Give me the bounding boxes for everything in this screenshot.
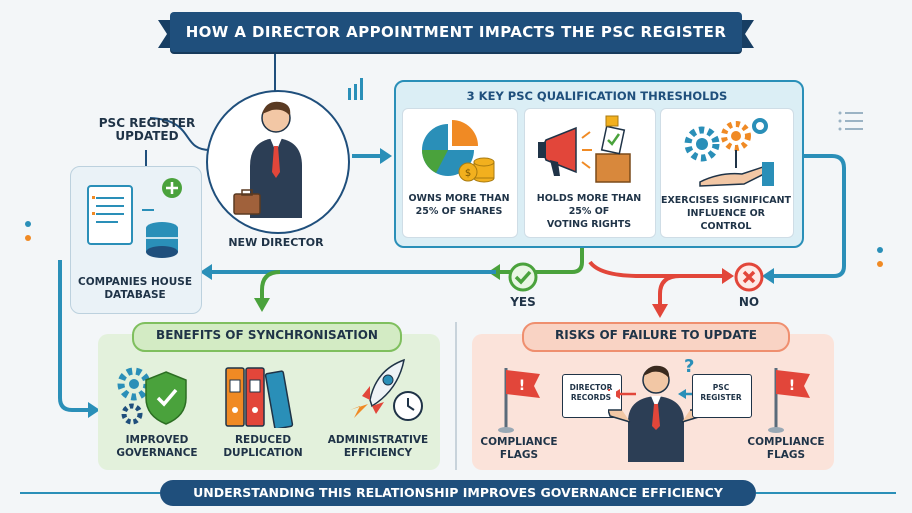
threshold-card-voting: [524, 108, 656, 238]
psc-register-doc-label: PSC REGISTER: [700, 383, 742, 402]
pie-chart-coins-icon: $: [422, 120, 495, 183]
yes-label: YES: [510, 295, 536, 309]
thresholds-heading: 3 KEY PSC QUALIFICATION THRESHOLDS: [466, 89, 728, 103]
title-banner: [170, 12, 742, 52]
svg-text:?: ?: [684, 356, 694, 377]
footer-text: UNDERSTANDING THIS RELATIONSHIP IMPROVES…: [193, 485, 723, 500]
director-records-doc: [562, 374, 622, 418]
benefit-label-efficiency: ADMINISTRATIVE EFFICIENCY: [327, 434, 429, 459]
binders-icon: [225, 367, 294, 428]
mismatch-arrows-icon: [616, 389, 698, 399]
rocket-clock-icon: [350, 358, 423, 421]
risks-heading: RISKS OF FAILURE TO UPDATE: [555, 328, 757, 342]
director-records-label: DIRECTOR RECORDS: [569, 383, 613, 402]
flag-right-icon: !: [768, 368, 810, 433]
svg-text:!: !: [789, 378, 795, 394]
register-updated-label: PSC REGISTER UPDATED: [98, 116, 196, 143]
benefit-label-duplication: REDUCED DUPLICATION: [223, 434, 303, 459]
database-icon: [87, 178, 182, 258]
gears-hand-icon: [684, 118, 774, 187]
director-icon: [233, 101, 302, 218]
page-title: HOW A DIRECTOR APPOINTMENT IMPACTS THE P…: [185, 23, 727, 41]
no-label: NO: [738, 295, 760, 309]
footer-banner: [160, 480, 756, 506]
flag-left-icon: !: [498, 368, 540, 433]
megaphone-ballot-icon: [538, 115, 631, 183]
risks-heading-pill: [522, 322, 790, 352]
benefit-label-governance: IMPROVED GOVERNANCE: [116, 434, 198, 459]
compliance-flags-right: COMPLIANCE FLAGS: [747, 436, 825, 461]
psc-register-doc: [692, 374, 752, 418]
svg-text:$: $: [465, 168, 471, 179]
benefits-heading-pill: [132, 322, 402, 352]
new-director-label: NEW DIRECTOR: [228, 236, 324, 249]
threshold-label-shares: OWNS MORE THAN 25% OF SHARES: [408, 193, 510, 217]
governance-shield-icon: [117, 367, 187, 425]
database-label: COMPANIES HOUSE DATABASE: [78, 276, 192, 301]
threshold-label-influence: EXERCISES SIGNIFICANT INFLUENCE OR CONTR…: [660, 195, 792, 232]
cross-circle-icon: [734, 262, 764, 292]
svg-text:!: !: [519, 378, 525, 394]
threshold-label-voting: HOLDS MORE THAN 25% OF VOTING RIGHTS: [536, 193, 642, 230]
compliance-flags-left: COMPLIANCE FLAGS: [480, 436, 558, 461]
benefits-heading: BENEFITS OF SYNCHRONISATION: [156, 328, 378, 342]
check-circle-icon: [508, 262, 538, 292]
